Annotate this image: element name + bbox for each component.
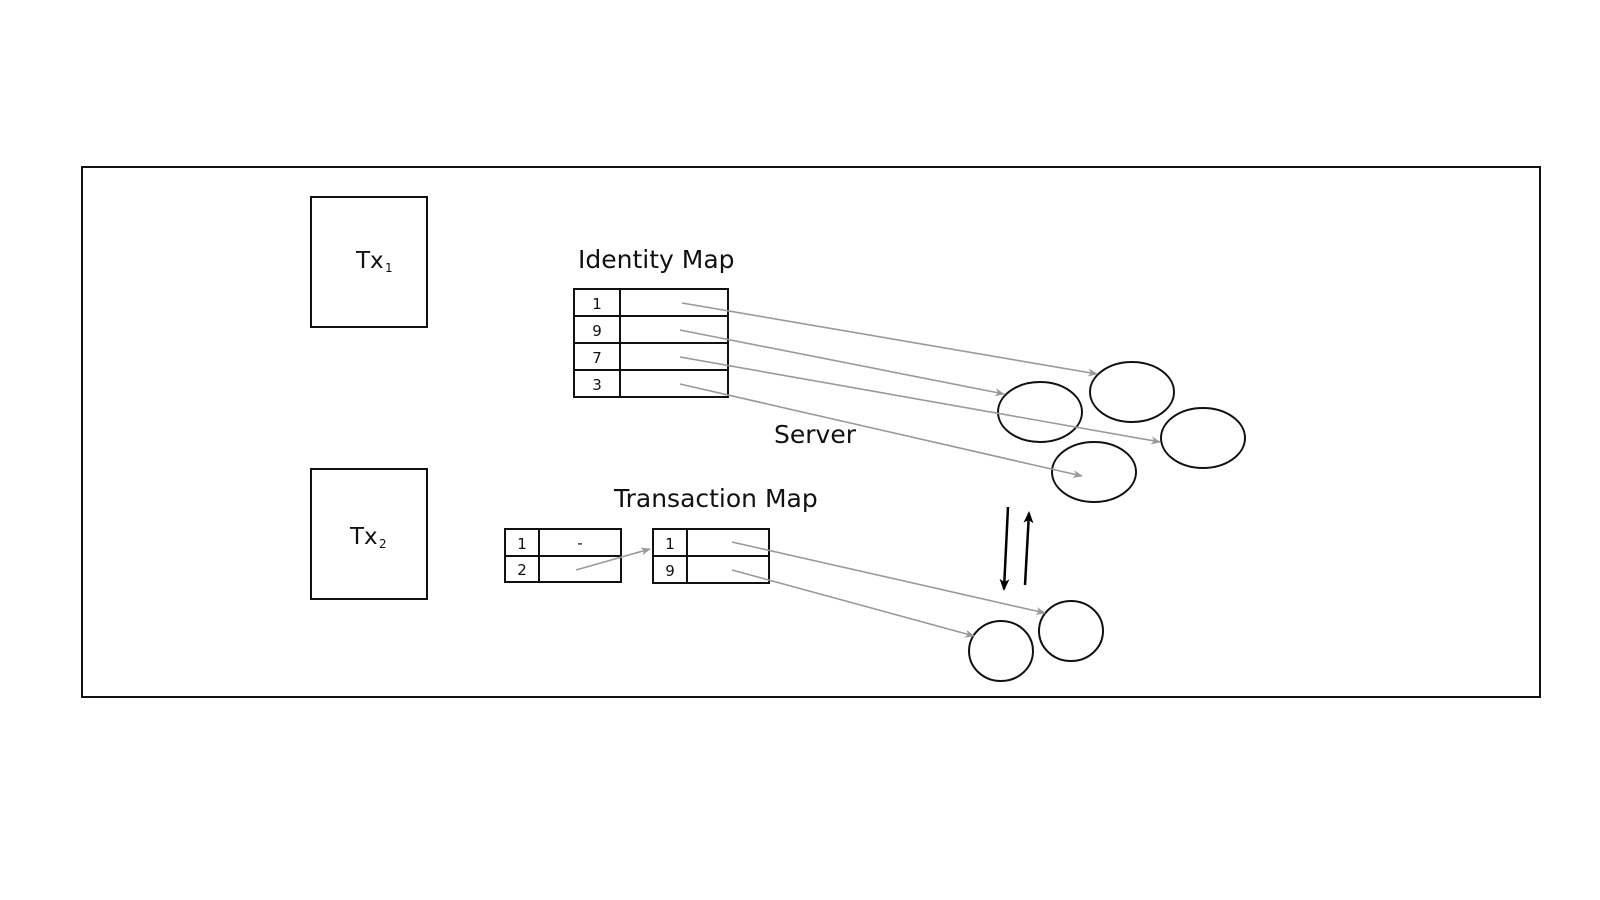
transaction-entry-key: 1 xyxy=(665,535,675,553)
cached-object xyxy=(1160,407,1246,469)
transaction-map-reference-arrow xyxy=(731,541,1046,615)
store-arrow xyxy=(1023,511,1034,586)
identity-map-reference-arrow xyxy=(681,302,1098,377)
identity-map-title: Identity Map xyxy=(578,245,735,274)
transaction-map-link-arrow xyxy=(575,547,651,571)
transaction-map-title: Transaction Map xyxy=(613,484,818,513)
transaction-index-value: - xyxy=(577,534,582,552)
identity-map-key: 9 xyxy=(592,322,602,340)
identity-map-reference-arrow xyxy=(679,329,1005,397)
tx1-subscript: 1 xyxy=(385,261,393,275)
identity-map-key: 7 xyxy=(592,349,602,367)
transaction-index-key: 1 xyxy=(517,535,527,553)
identity-map-key: 1 xyxy=(592,295,602,313)
tx2-subscript: 2 xyxy=(379,537,387,551)
transaction-index-key: 2 xyxy=(517,561,527,579)
cached-object xyxy=(1051,441,1137,503)
cached-object xyxy=(1089,361,1175,423)
identity-map-reference-arrow xyxy=(679,383,1083,478)
transaction-object xyxy=(968,620,1034,682)
identity-map: Identity Map 1 9 7 3 xyxy=(573,245,735,398)
transaction-entry-key: 9 xyxy=(665,562,675,580)
tx2-label: Tx xyxy=(349,524,378,550)
tx1-box: Tx 1 xyxy=(310,196,428,328)
identity-map-key: 3 xyxy=(592,376,602,394)
server-label: Server xyxy=(774,420,857,449)
transaction-object xyxy=(1038,600,1104,662)
transaction-map-reference-arrow xyxy=(731,569,975,638)
transaction-map: Transaction Map 1 2 - 1 9 xyxy=(504,484,818,584)
load-arrow xyxy=(999,506,1010,591)
identity-map-reference-arrow xyxy=(679,356,1161,445)
tx2-box: Tx 2 xyxy=(310,468,428,600)
tx1-label: Tx xyxy=(355,248,384,274)
cached-object xyxy=(997,381,1083,443)
